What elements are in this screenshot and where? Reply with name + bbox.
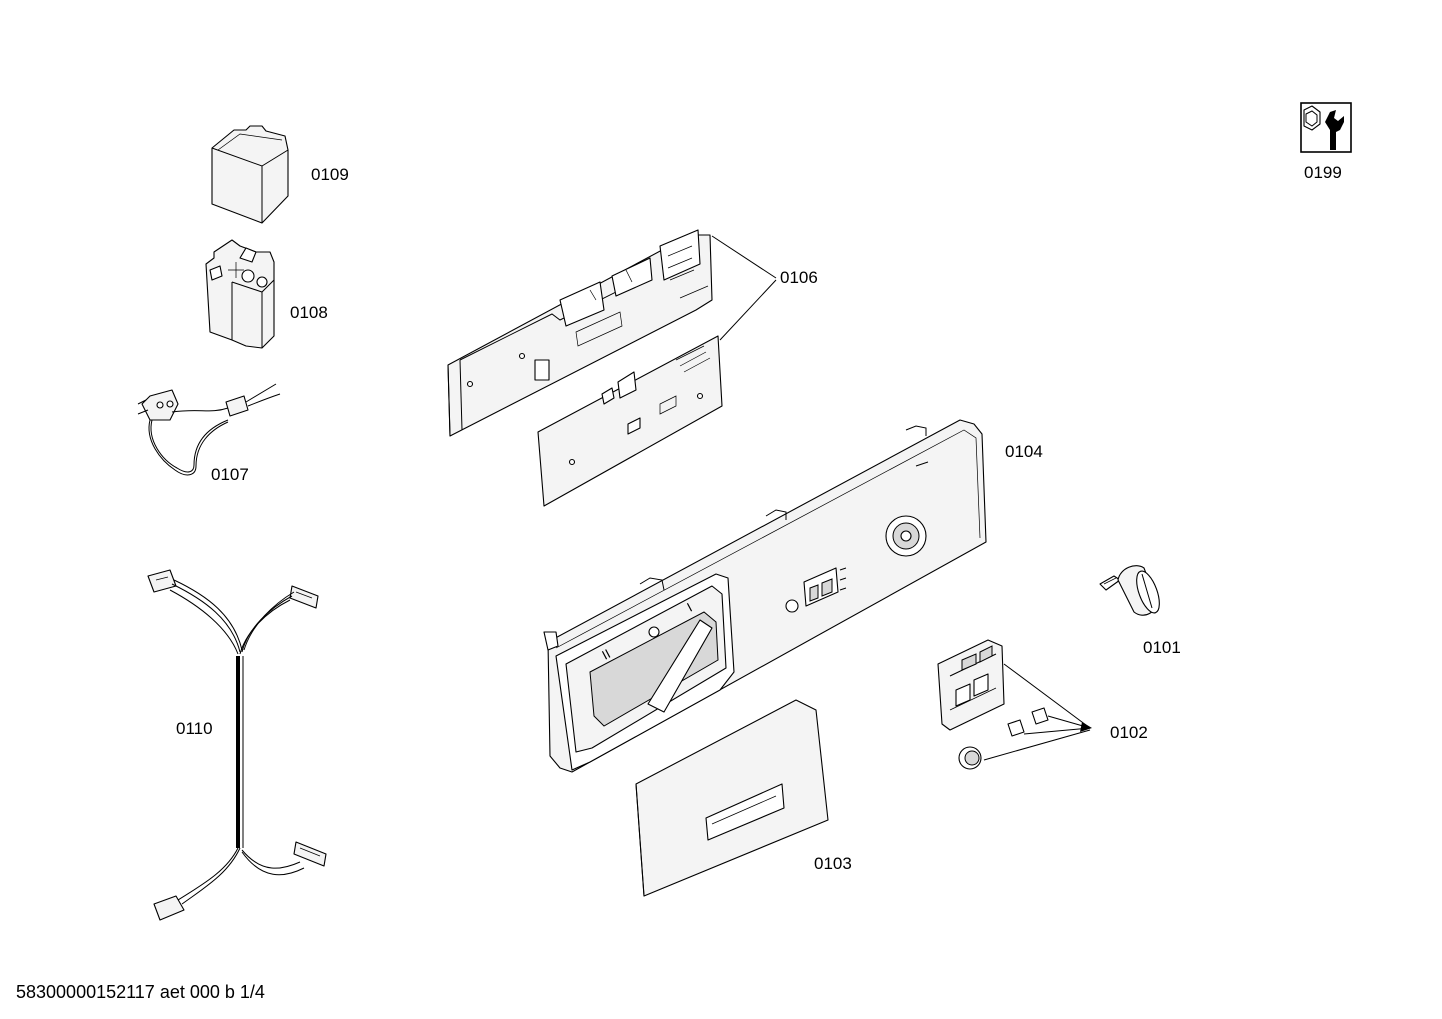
part-label-0107: 0107	[211, 465, 249, 484]
part-label-0104: 0104	[1005, 442, 1043, 461]
part-0110-wire-harness	[147, 569, 327, 921]
part-label-0199: 0199	[1304, 163, 1342, 182]
part-label-0102: 0102	[1110, 723, 1148, 742]
part-label-0106: 0106	[780, 268, 818, 287]
part-label-0109: 0109	[311, 165, 349, 184]
part-label-0101: 0101	[1143, 638, 1181, 657]
detergent-slot-pre-wash-mark: I	[684, 600, 694, 615]
drawing-footer: 58300000152117 aet 000 b 1/4	[16, 982, 265, 1002]
part-0106-housing	[447, 229, 713, 437]
wrench-nut-icon	[1300, 102, 1352, 153]
part-0108-filter	[205, 239, 275, 349]
part-0101-knob	[1099, 565, 1160, 616]
part-0107-power-cord	[137, 383, 281, 476]
part-0104-control-panel: II I	[543, 419, 987, 773]
part-label-0108: 0108	[290, 303, 328, 322]
part-0103-drawer-handle	[635, 699, 829, 897]
part-label-0103: 0103	[814, 854, 852, 873]
part-0106-pcb	[537, 335, 723, 507]
part-0109-cover	[211, 125, 289, 224]
part-0102-selector-unit	[937, 639, 1092, 770]
leader-lines-0106	[711, 235, 777, 341]
part-label-0110: 0110	[176, 719, 213, 738]
